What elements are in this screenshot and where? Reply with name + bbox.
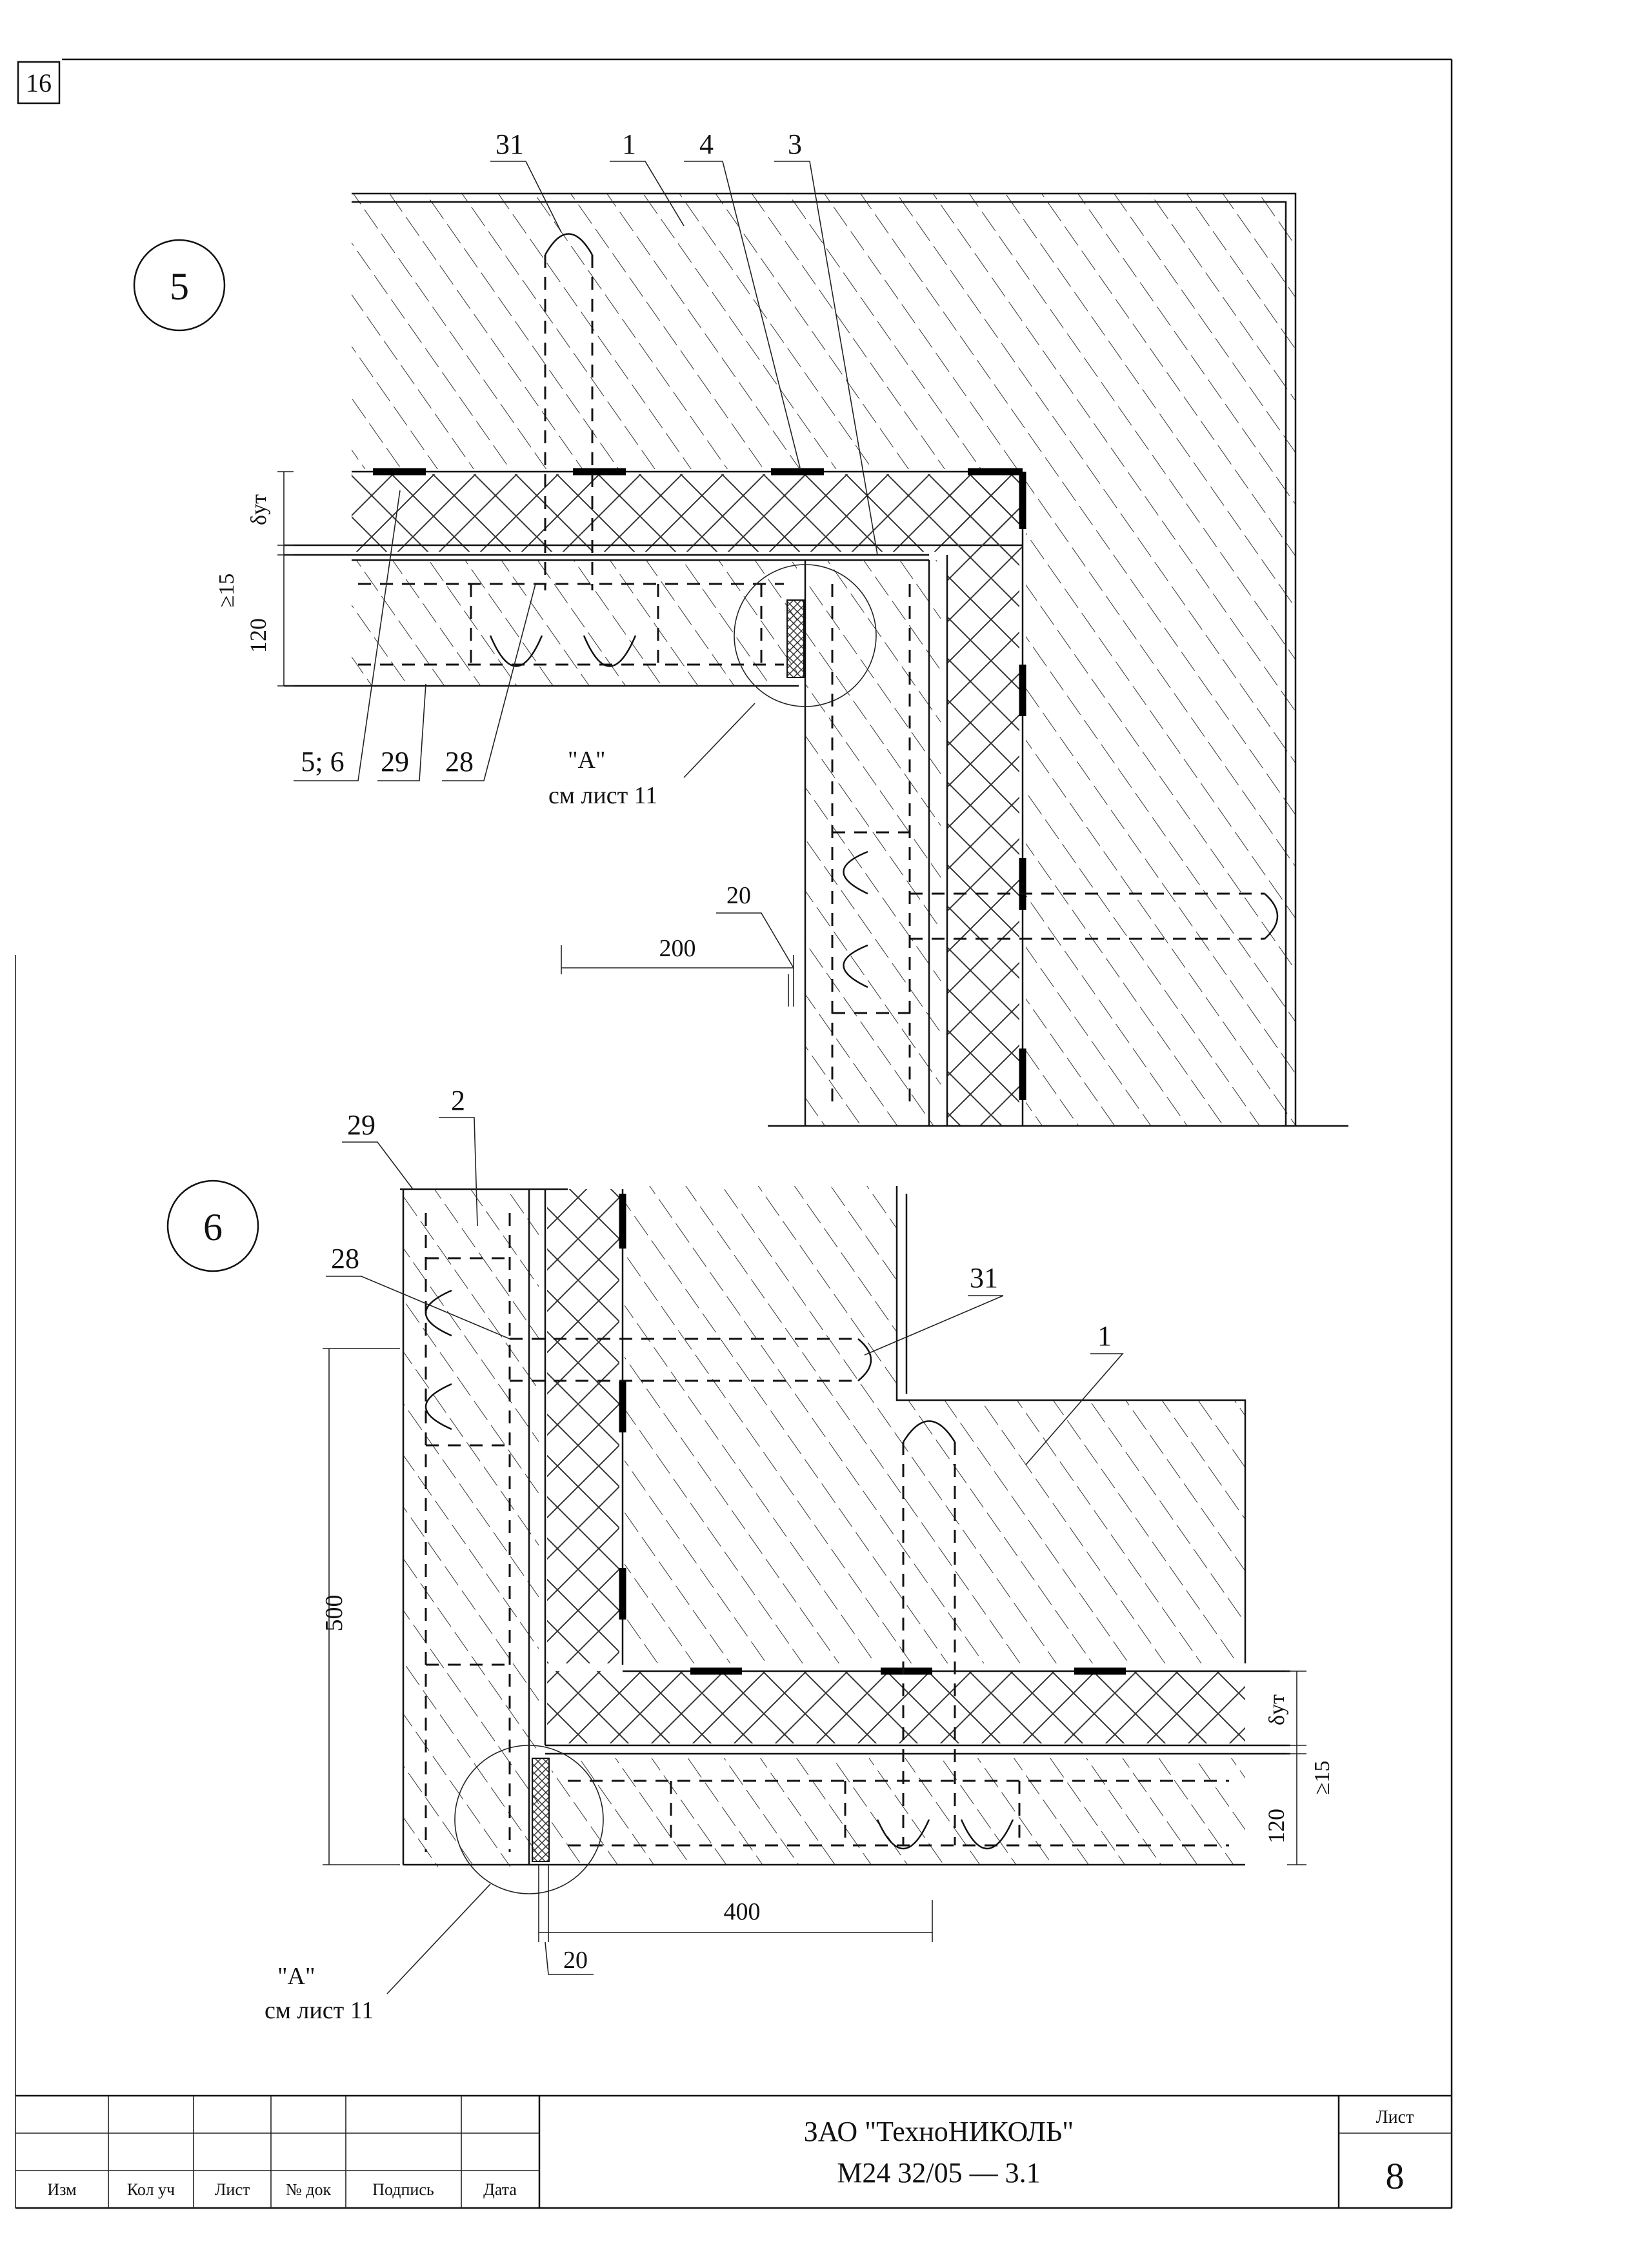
d6-note-leader [386,1883,491,1994]
d5-dim-insulation: δут [247,494,271,525]
corner-number-box [17,61,61,105]
d5-callout-28: 28 [445,746,474,778]
column-date: Дата [483,2180,517,2199]
d6-slab-vertical [403,1189,539,1867]
d5-dimension-left [277,471,294,687]
d6-joint-leader [545,1942,594,1975]
d5-note-sheet: см лист 11 [548,782,657,809]
d6-insulation-horizontal [547,1671,1245,1743]
d5-dim-length: 200 [659,935,696,962]
d6-marker-circle [166,1179,259,1272]
column-doc-number: № док [286,2180,332,2199]
d6-dimension-right [1287,1671,1306,1865]
detail-6: 6 29 2 28 31 1 500 δут ≥15 120 400 20 "А… [166,1085,1334,2024]
d5-joint-seal [786,599,805,678]
corner-number: 16 [26,68,52,97]
sheet-label: Лист [1376,2107,1414,2127]
d5-dimension-bottom [561,945,794,1007]
d6-callout-31: 31 [970,1262,998,1294]
column-signature: Подпись [372,2180,434,2199]
d5-vertical-loops [843,850,1279,988]
column-izm: Изм [47,2180,76,2199]
d5-wall-outline [352,192,1297,1126]
d5-callout-4: 4 [699,128,714,160]
d6-dim-gap: ≥15 [1310,1761,1334,1795]
d6-dim-length: 400 [724,1898,761,1925]
d5-note-leader [683,703,755,778]
d5-note-ref: "А" [568,747,605,774]
d5-insulation-horizontal [352,474,1023,552]
d6-vertical-loops [425,1289,872,1430]
document-code: М24 32/05 — 3.1 [837,2157,1040,2189]
d5-wall-outline-inner [352,201,1287,1126]
d5-marker-circle [133,239,226,332]
d6-joint-seal [532,1758,550,1862]
d5-callout-5-6: 5; 6 [301,746,344,778]
d6-dim-slab: 120 [1263,1809,1289,1843]
d6-dimension-bottom [538,1865,933,1942]
d6-dim-insulation: δут [1265,1694,1289,1725]
d6-dim-height: 500 [321,1595,348,1632]
d5-dim-joint: 20 [726,882,751,909]
d5-slab-vertical [805,560,941,1126]
d5-marker-label: 5 [170,265,189,308]
d5-dim-gap: ≥15 [215,574,239,608]
d6-dimension-left [323,1348,400,1865]
d5-callout-1: 1 [622,128,636,160]
d6-wall-outline [896,1186,1246,1663]
d6-callout-leaders [326,1117,1124,1465]
detail-5: 5 31 1 4 3 δут ≥15 120 5; 6 29 28 "А" см… [133,128,1348,1127]
d6-dim-joint: 20 [563,1947,588,1974]
d6-insulation-vertical [547,1189,619,1663]
d6-callout-29: 29 [347,1109,375,1141]
d5-wall-fill [352,194,1296,1126]
d5-anchor-vertical [544,255,594,590]
d6-slab-horizontal [552,1758,1245,1865]
d6-slab-reinforcement [568,1442,1229,1847]
d5-insulation-vertical [947,481,1019,1126]
d5-callout-3: 3 [788,128,802,160]
column-list: Лист [215,2180,250,2199]
d6-callout-1: 1 [1097,1320,1112,1352]
column-kol-uch: Кол уч [127,2180,175,2199]
d5-callout-31: 31 [495,128,524,160]
d5-anchor-loop-top [544,233,594,256]
title-block-grid [15,2096,539,2208]
d5-slab-horizontal [352,560,797,686]
d5-joint-leader [716,912,794,968]
d6-note-sheet: см лист 11 [265,1997,374,2024]
d6-callout-28: 28 [331,1243,359,1274]
d6-note-ref: "А" [277,1963,315,1990]
d5-dim-slab: 120 [245,618,271,653]
d6-slab-loops [876,1420,1014,1849]
title-block: Изм Кол уч Лист № док Подпись Дата ЗАО "… [15,2094,1452,2208]
d6-wall-fill [625,1186,1245,1663]
d5-callout-leaders-bottom [294,490,536,781]
d6-detail-a-circle [454,1745,604,1894]
d5-callout-leaders-top [490,161,878,556]
d6-vertical-reinforcement [425,1213,858,1852]
d5-slab-loops [489,635,637,667]
sheet-number: 8 [1386,2155,1405,2197]
d6-callout-2: 2 [451,1085,465,1116]
d6-marker-label: 6 [203,1206,223,1249]
d5-callout-29: 29 [381,746,409,778]
company-name: ЗАО "ТехноНИКОЛЬ" [804,2116,1074,2147]
d5-detail-a-circle [734,564,877,707]
